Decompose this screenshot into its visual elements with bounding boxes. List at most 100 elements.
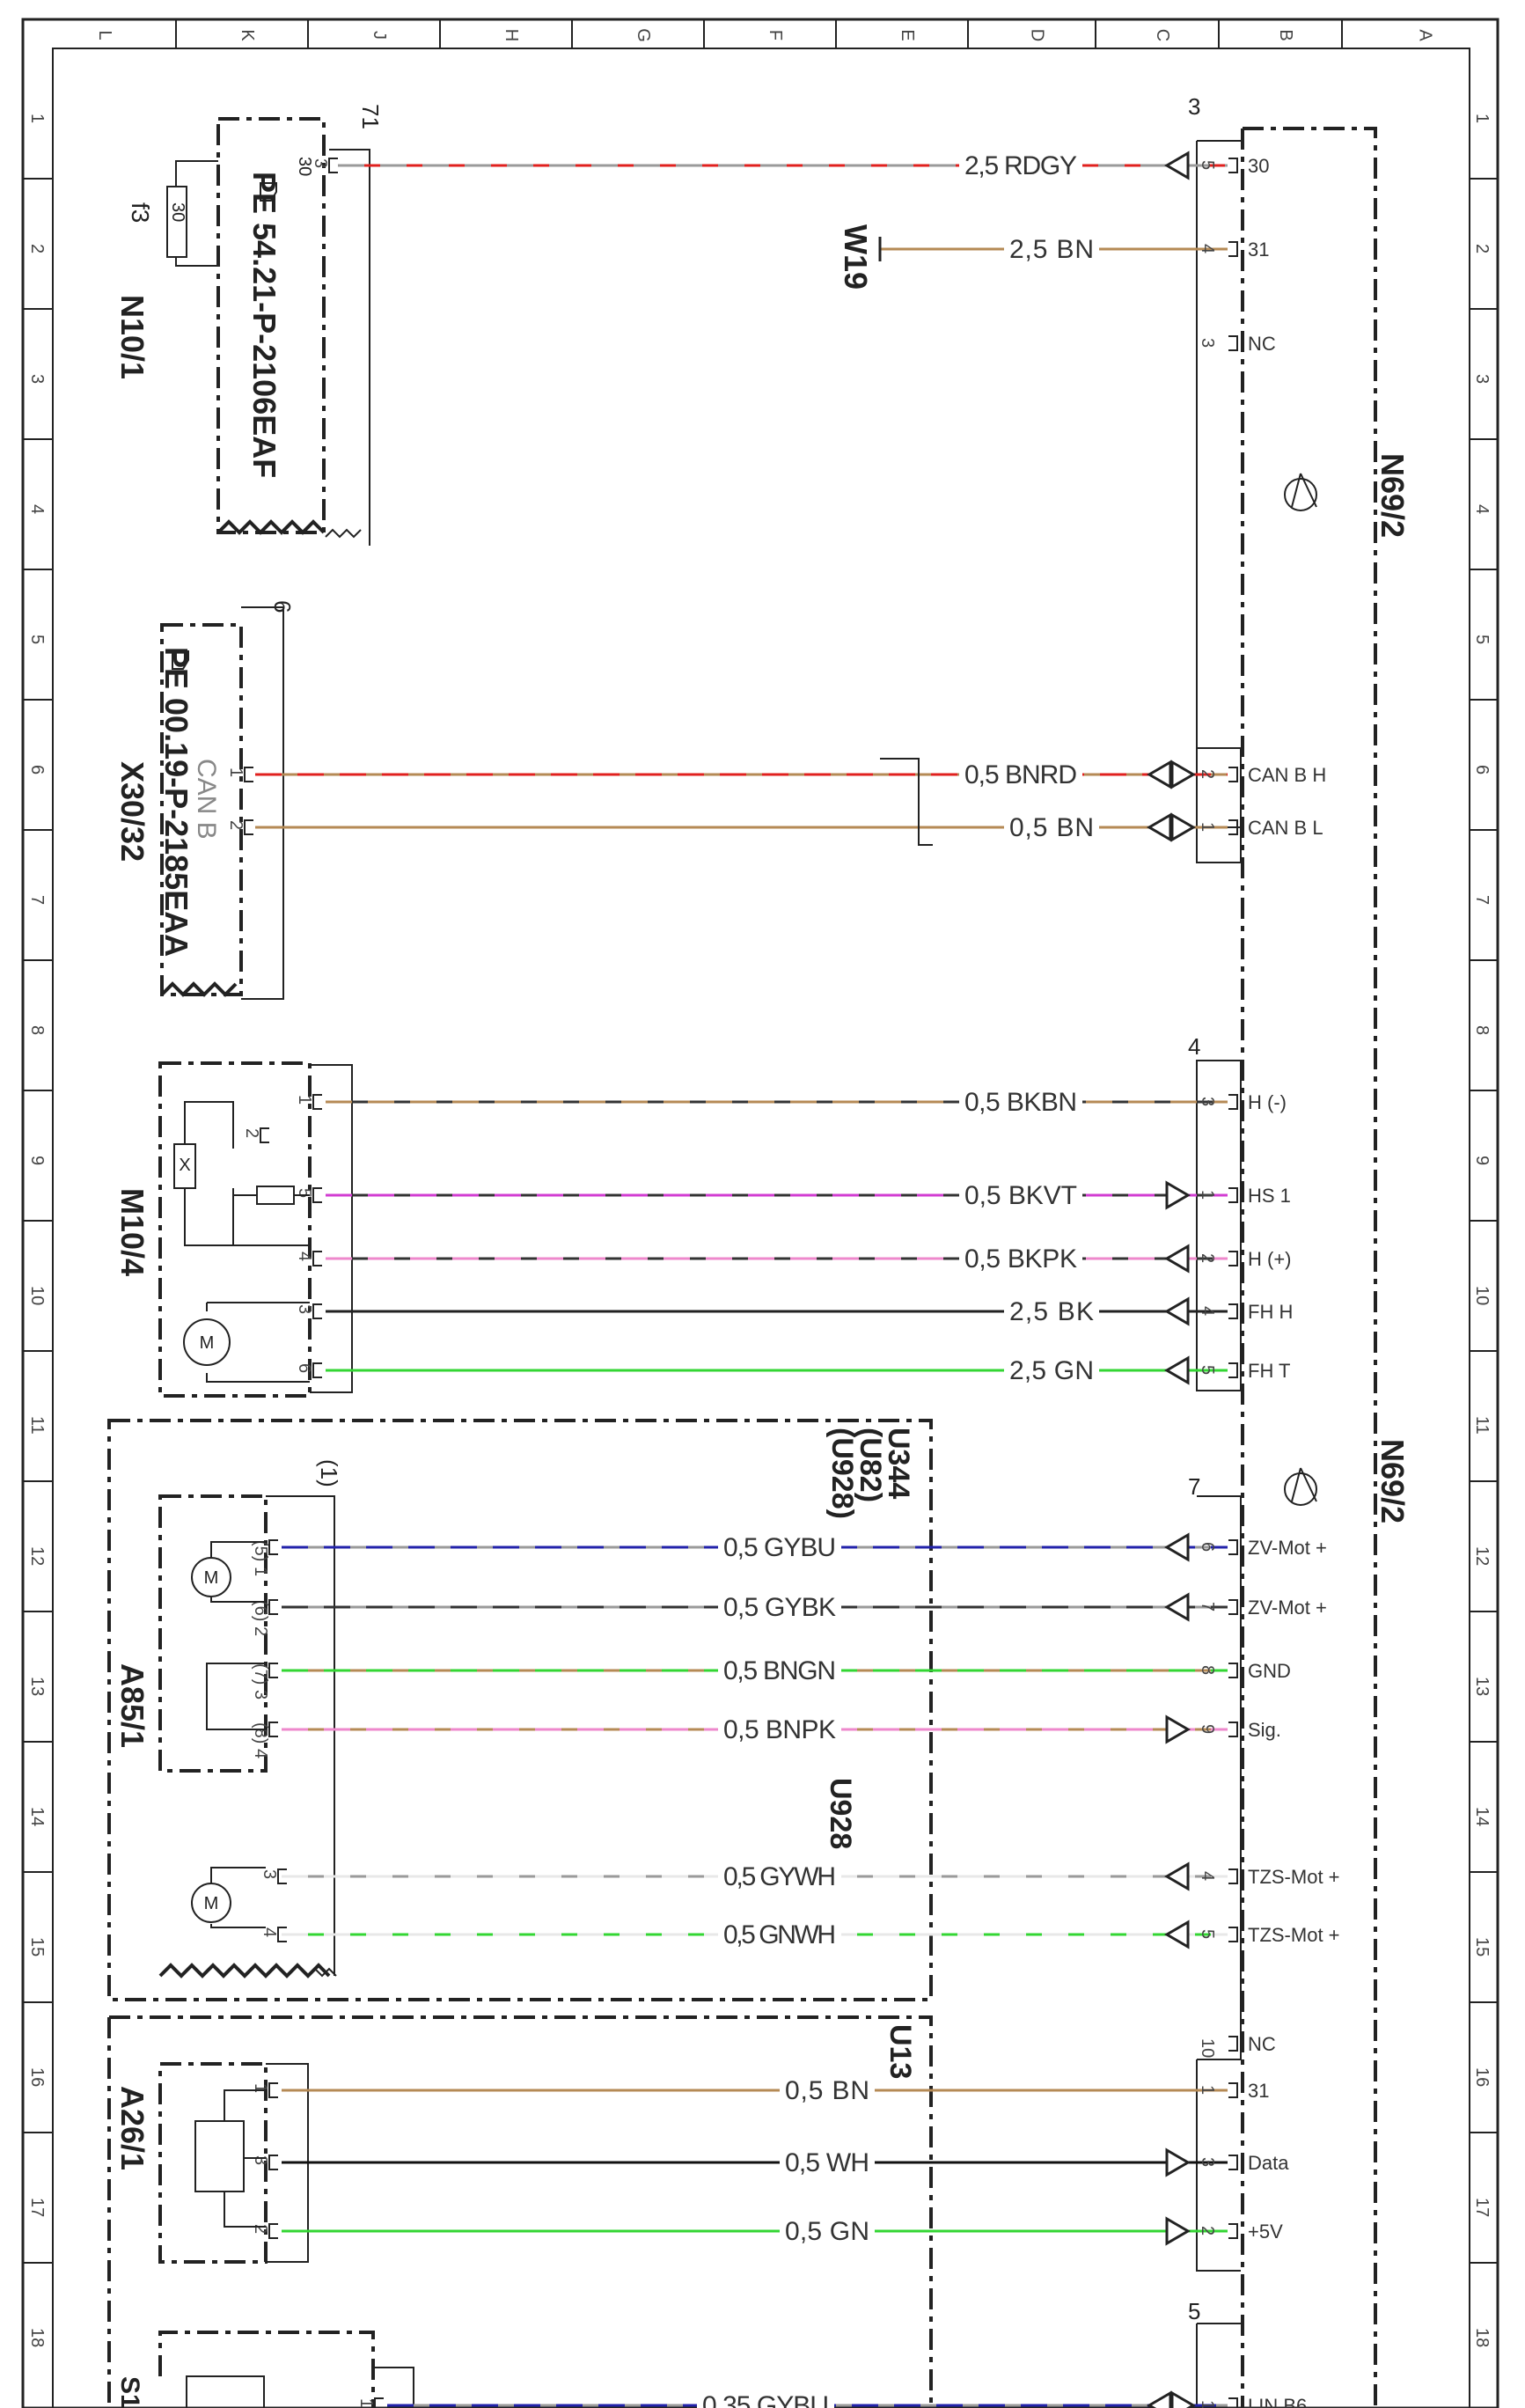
- signal-label: TZS-Mot +: [1248, 1866, 1340, 1888]
- pin-terminal-left: [312, 1187, 322, 1203]
- u13-housing: [109, 2015, 933, 2408]
- n10-connector-label: 71: [357, 104, 384, 129]
- grid-row-label-right: 17: [1472, 2198, 1492, 2217]
- grid-row-label-right: 14: [1472, 1807, 1492, 1826]
- signal-arrow: [1164, 1920, 1190, 1949]
- signal-label: 31: [1248, 2080, 1269, 2102]
- signal-label: NC: [1248, 333, 1276, 355]
- wire-label-bg: [1004, 1297, 1099, 1325]
- x30-hand-icon: [172, 650, 189, 670]
- n69-ground-symbol-1: [1284, 478, 1317, 511]
- wire-label: 0,5 GYWH: [723, 1862, 836, 1891]
- n69-connector-4: [1196, 1060, 1242, 1391]
- wire-label-bg: [780, 2217, 875, 2245]
- a85-motor2: [191, 1883, 231, 1923]
- pin-label-right: 7: [1198, 1602, 1217, 1611]
- signal-label: ZV-Mot +: [1248, 1597, 1327, 1619]
- grid-col-label: D: [1028, 29, 1047, 41]
- pin-label-right: 1: [1198, 822, 1217, 832]
- grid-row-label-left: 17: [27, 2198, 47, 2217]
- pin-label-left: 1: [226, 767, 246, 777]
- wire-label-bg: [780, 2148, 875, 2177]
- s1-connector-strip: [373, 2367, 414, 2408]
- outer-frame: [21, 18, 1499, 2408]
- pin-terminal-left: [268, 1539, 278, 1555]
- wire-label-bg: [718, 1862, 841, 1890]
- grid-row-label-right: 8: [1472, 1025, 1492, 1035]
- pin-label-left: 1: [356, 2398, 376, 2408]
- s1-symbol: [186, 2375, 265, 2408]
- grid-row-label-right: 3: [1472, 374, 1492, 384]
- pin-label-left: 2: [251, 2224, 270, 2234]
- pin-terminal: [1228, 1663, 1238, 1678]
- signal-label: +5V: [1248, 2221, 1283, 2243]
- pin-label-right: 9: [1198, 1724, 1217, 1734]
- wire-label: 0,5 GYBU: [723, 1533, 836, 1562]
- wire-label-bg: [718, 1920, 841, 1949]
- a85-housing: [158, 1494, 268, 1773]
- m10-sensor-mark: X: [179, 1156, 190, 1175]
- pin-terminal: [1228, 2036, 1238, 2052]
- x30-ref: PE 00.19-P-2185EAA: [158, 647, 194, 957]
- grid-row-label-right: 6: [1472, 765, 1492, 775]
- pin-terminal-left: [312, 1362, 322, 1378]
- wire-label-bg: [959, 1181, 1082, 1209]
- x30-bus-label: CAN B: [192, 759, 221, 840]
- a85-sensor-wires: [206, 1663, 266, 1730]
- grid-row-label-left: 1: [27, 114, 47, 123]
- signal-label: Sig.: [1248, 1719, 1281, 1741]
- signal-label: CAN B H: [1248, 764, 1326, 786]
- wire-label-bg: [718, 1715, 841, 1744]
- grid-row-label-right: 10: [1472, 1286, 1492, 1305]
- x30-label: X30/32: [114, 761, 150, 862]
- n69-connector-5-label: 5: [1188, 2298, 1200, 2324]
- grid-row-label-left: 8: [27, 1025, 47, 1035]
- signal-arrow: [1147, 760, 1172, 789]
- a85-connector-strip: [266, 1495, 335, 1976]
- fuse-label: f3: [127, 202, 154, 223]
- pin-terminal: [1228, 2397, 1238, 2408]
- signal-label: LIN B6: [1248, 2395, 1307, 2408]
- n10-connector-strip: [329, 149, 370, 546]
- pin-terminal: [1228, 1539, 1238, 1555]
- pin-label-right: 4: [1198, 1306, 1217, 1316]
- wire-label-bg: [1004, 1356, 1099, 1384]
- n69-connector-lower: [1196, 2059, 1241, 2272]
- pin-terminal-left: [277, 1868, 287, 1884]
- pin-terminal: [1228, 1187, 1238, 1203]
- n69-label-top: N69/2: [1375, 453, 1411, 538]
- grid-row-label-left: 14: [27, 1807, 47, 1826]
- wire-label-bg: [959, 151, 1082, 180]
- wire-label: 0,5 BKBN: [964, 1088, 1077, 1117]
- wire-label-bg: [718, 1656, 841, 1685]
- ground-symbol-lines: [1291, 473, 1317, 1502]
- pin-label-left: (8) 4: [251, 1722, 270, 1758]
- signal-label: TZS-Mot +: [1248, 1924, 1340, 1946]
- signal-arrow: [1164, 1244, 1190, 1274]
- x30-housing: [160, 623, 243, 996]
- signal-label: HS 1: [1248, 1185, 1291, 1207]
- x30-connector-strip: [241, 606, 284, 1000]
- n10-hand-icon: [260, 182, 277, 202]
- pin-label-right: 5: [1198, 1929, 1217, 1939]
- signal-label: 31: [1248, 239, 1269, 261]
- n10-label: N10/1: [114, 295, 150, 379]
- a85-motor1-mark: M: [204, 1568, 219, 1588]
- m10-connector-strip: [310, 1064, 353, 1393]
- pin-label-right: 4: [1198, 244, 1217, 253]
- signal-label: Data: [1248, 2152, 1289, 2174]
- n69-connector-5: [1196, 2323, 1241, 2408]
- pin-label-left: (5) 1: [251, 1540, 270, 1576]
- m10-motor-mark: M: [200, 1333, 215, 1353]
- pin-label-left: 1: [251, 2083, 270, 2093]
- wire-label-bg: [718, 1593, 841, 1621]
- m10-motor-wires: [206, 1302, 310, 1383]
- n69-connector-3-label: 3: [1188, 93, 1200, 120]
- signal-label: GND: [1248, 1660, 1291, 1682]
- pin-terminal: [1228, 1599, 1238, 1615]
- m10-wire-a: [184, 1101, 232, 1144]
- x30-connector-label: 6: [269, 600, 296, 613]
- fuse-body: [166, 186, 187, 258]
- grid-row-label-right: 12: [1472, 1546, 1492, 1566]
